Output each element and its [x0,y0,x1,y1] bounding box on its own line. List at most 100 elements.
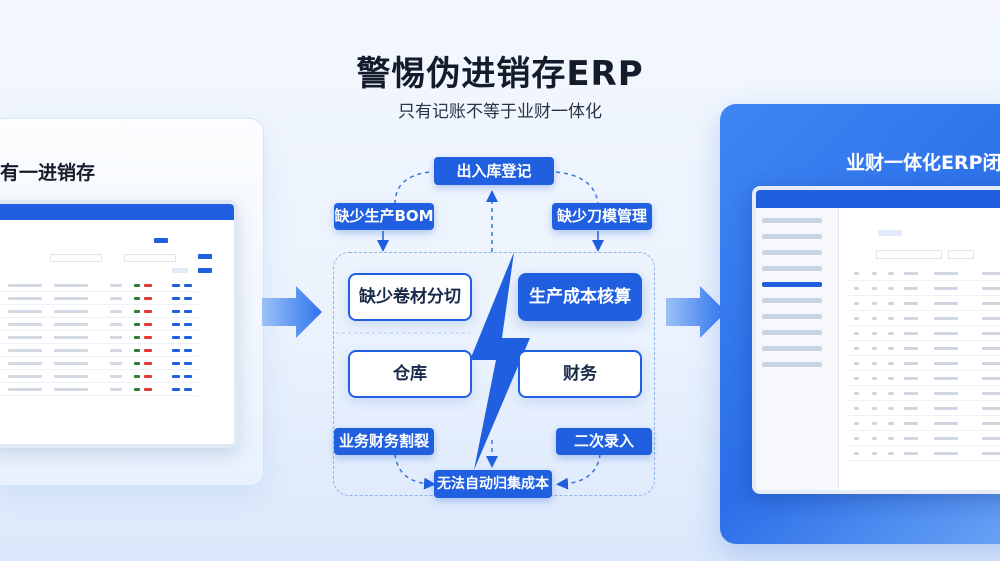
table-cell [8,323,42,326]
table-cell [934,332,958,335]
sidebar-item [762,346,822,351]
table-cell [172,336,180,339]
left-screenshot-input [50,254,102,262]
big-arrow-left [262,286,322,338]
table-cell [854,317,859,320]
issue-top-left: 缺少生产BOM [334,203,434,230]
table-row [848,415,1000,416]
table-cell [110,310,122,313]
left-screenshot [0,200,238,448]
table-cell [934,437,958,440]
right-panel-title: 业财一体化ERP闭环 [846,152,1000,174]
right-screenshot-input [948,250,974,259]
table-row [0,382,198,383]
sidebar-item [762,362,822,367]
table-cell [184,297,192,300]
table-cell [888,377,894,380]
table-cell [8,349,42,352]
box-top-right: 生产成本核算 [518,273,642,321]
right-screenshot [752,186,1000,494]
table-cell [144,284,152,287]
table-cell [134,336,140,339]
left-screenshot-header [0,204,234,220]
table-row [0,356,198,357]
table-cell [904,452,918,455]
table-cell [184,362,192,365]
connector-curve [394,171,431,205]
table-cell [888,407,894,410]
table-cell [854,362,859,365]
big-arrow-right [666,286,726,338]
box-top-left: 缺少卷材分切 [348,273,472,321]
table-cell [54,388,88,391]
table-cell [854,332,859,335]
table-row [848,295,1000,296]
table-row [0,291,198,292]
table-cell [110,284,122,287]
table-row [848,340,1000,341]
table-cell [8,310,42,313]
table-cell [110,349,122,352]
table-cell [872,332,877,335]
table-cell [888,287,894,290]
right-screenshot-tab [878,230,902,236]
sidebar-item-active [762,282,822,287]
table-cell [934,317,958,320]
table-cell [8,375,42,378]
table-cell [172,388,180,391]
table-cell [904,287,918,290]
table-cell [888,302,894,305]
table-cell [872,392,877,395]
table-cell [872,407,877,410]
table-cell [854,452,859,455]
table-cell [54,284,88,287]
table-cell [982,287,1000,290]
table-cell [872,452,877,455]
table-cell [8,297,42,300]
table-cell [854,422,859,425]
table-cell [172,323,180,326]
table-cell [904,407,918,410]
lightning-icon [470,252,530,470]
table-cell [982,362,1000,365]
table-cell [904,377,918,380]
table-cell [134,362,140,365]
table-cell [134,297,140,300]
table-cell [172,375,180,378]
table-cell [982,332,1000,335]
box-bottom-right: 财务 [518,350,642,398]
sidebar-item [762,218,822,223]
left-panel-title: 有一进销存 [0,162,96,184]
table-cell [872,272,877,275]
table-cell [184,323,192,326]
table-cell [854,377,859,380]
table-row [0,395,198,396]
table-cell [854,287,859,290]
table-row [0,330,198,331]
table-cell [934,407,958,410]
sidebar-item [762,330,822,335]
table-cell [54,375,88,378]
table-row [848,280,1000,281]
table-row [0,343,198,344]
table-cell [144,323,152,326]
table-cell [904,437,918,440]
table-cell [982,377,1000,380]
table-cell [172,349,180,352]
table-cell [888,452,894,455]
table-cell [54,336,88,339]
issue-top-right: 缺少刀模管理 [552,203,652,230]
box-bottom-left: 仓库 [348,350,472,398]
table-cell [854,302,859,305]
page-title: 警惕伪进销存ERP [356,54,644,94]
table-cell [934,422,958,425]
table-cell [184,284,192,287]
table-cell [134,284,140,287]
table-cell [904,392,918,395]
table-cell [934,392,958,395]
table-cell [172,284,180,287]
table-cell [888,422,894,425]
table-cell [54,349,88,352]
table-cell [854,407,859,410]
table-cell [144,375,152,378]
